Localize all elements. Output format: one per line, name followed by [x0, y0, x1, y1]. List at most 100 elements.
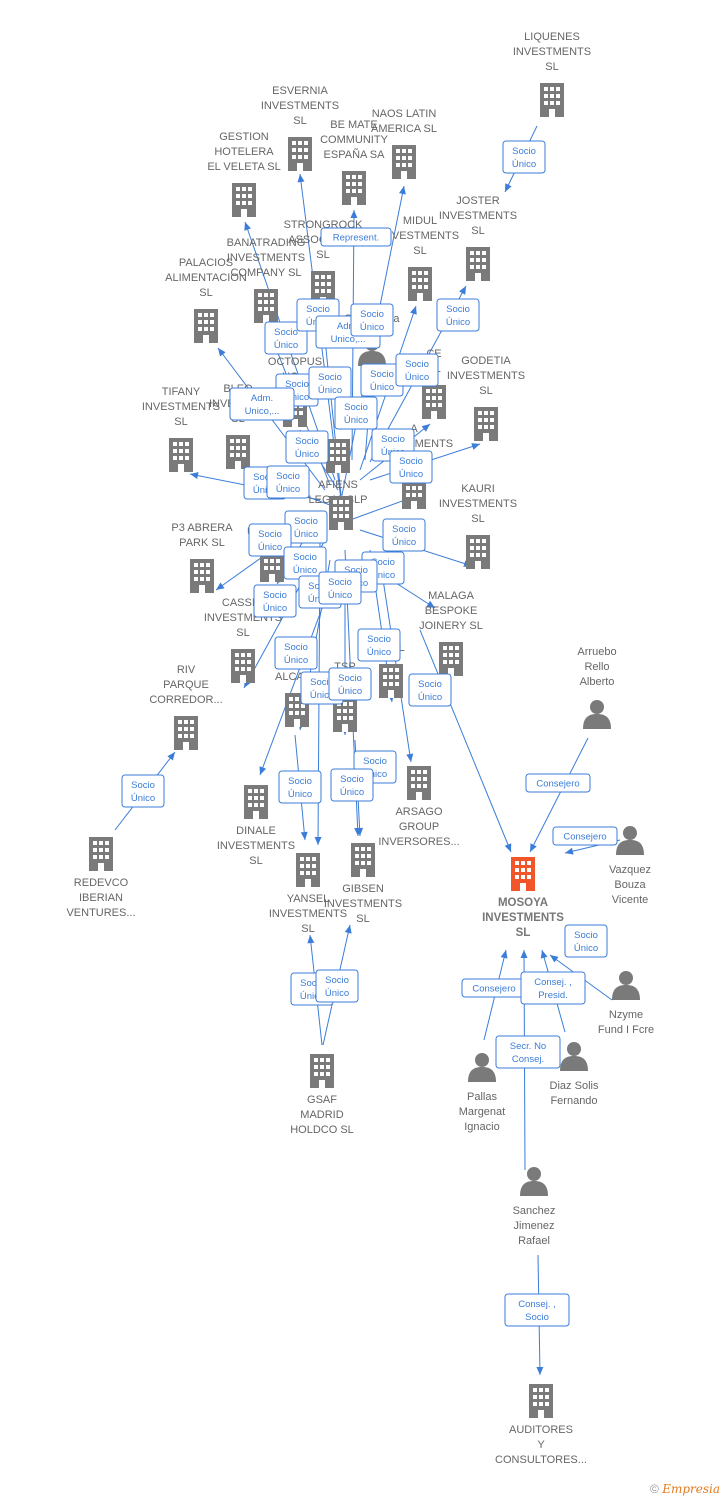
edge-arrowhead	[520, 950, 528, 959]
edge-arrowhead	[344, 925, 352, 934]
relation-badge-text: Socio	[574, 930, 598, 941]
company-node-redevco[interactable]: REDEVCOIBERIANVENTURES...	[66, 837, 136, 919]
relation-badge-r13[interactable]: Adm.Unico,...	[229, 387, 295, 421]
company-node-auditores[interactable]: AUDITORESYCONSULTORES...	[495, 1384, 587, 1466]
person-icon	[560, 1042, 588, 1071]
node-label-line: REDEVCO	[74, 877, 129, 889]
building-icon	[194, 309, 218, 343]
node-label-line: Jimenez	[514, 1220, 555, 1232]
node-label-line: RIV	[177, 664, 196, 676]
relation-badge-r40[interactable]: Consejero	[552, 826, 618, 846]
relation-badge-text: Socio	[288, 776, 312, 787]
relation-badge-text: Adm.	[251, 393, 273, 404]
person-icon	[583, 700, 611, 729]
node-label-line: JOSTER	[456, 195, 499, 207]
relation-badge-frame	[315, 969, 359, 1003]
relation-badge-r2[interactable]: Represent.	[320, 227, 392, 247]
relation-badge-text: Socio	[276, 471, 300, 482]
relation-badge-frame	[330, 768, 374, 802]
company-node-arsago[interactable]: ARSAGOGROUPINVERSORES...	[378, 766, 460, 848]
edge-arrowhead	[167, 752, 175, 761]
relation-badge-text: Socio	[525, 1312, 549, 1323]
company-node-hub[interactable]	[329, 496, 353, 530]
building-icon	[231, 649, 255, 683]
relation-badge-r43[interactable]: Consej. ,Presid.	[520, 971, 586, 1005]
node-label-line: BESPOKE	[425, 605, 478, 617]
node-label-line: COMMUNITY	[320, 134, 388, 146]
empresia-logo[interactable]: Empresia	[662, 1482, 720, 1496]
relation-badge-text: Socio	[325, 975, 349, 986]
node-label-line: DINALE	[236, 825, 276, 837]
relation-badge-r45[interactable]: Consej. ,Socio	[504, 1293, 570, 1327]
relation-badge-r39[interactable]: Consejero	[525, 773, 591, 793]
building-icon	[511, 857, 535, 891]
node-label-line: Nzyme	[609, 1009, 643, 1021]
edge-arrowhead	[426, 600, 435, 608]
building-icon	[474, 407, 498, 441]
node-label-line: SL	[479, 385, 492, 397]
relation-badge-frame	[248, 523, 292, 557]
edge-arrowhead	[297, 174, 305, 183]
node-label-line: SL	[316, 249, 329, 261]
relation-badge-text: Único	[325, 988, 349, 999]
relation-badge-text: Socio	[253, 472, 277, 483]
node-label-line: YANSEL	[287, 893, 330, 905]
node-label-line: MADRID	[300, 1109, 343, 1121]
company-node-riv[interactable]: RIVPARQUECORREDOR...	[149, 664, 223, 750]
node-label-line: PARK SL	[179, 537, 225, 549]
node-label-line: SL	[236, 627, 249, 639]
building-icon	[190, 559, 214, 593]
relation-badge-r42[interactable]: Consejero	[461, 978, 527, 998]
